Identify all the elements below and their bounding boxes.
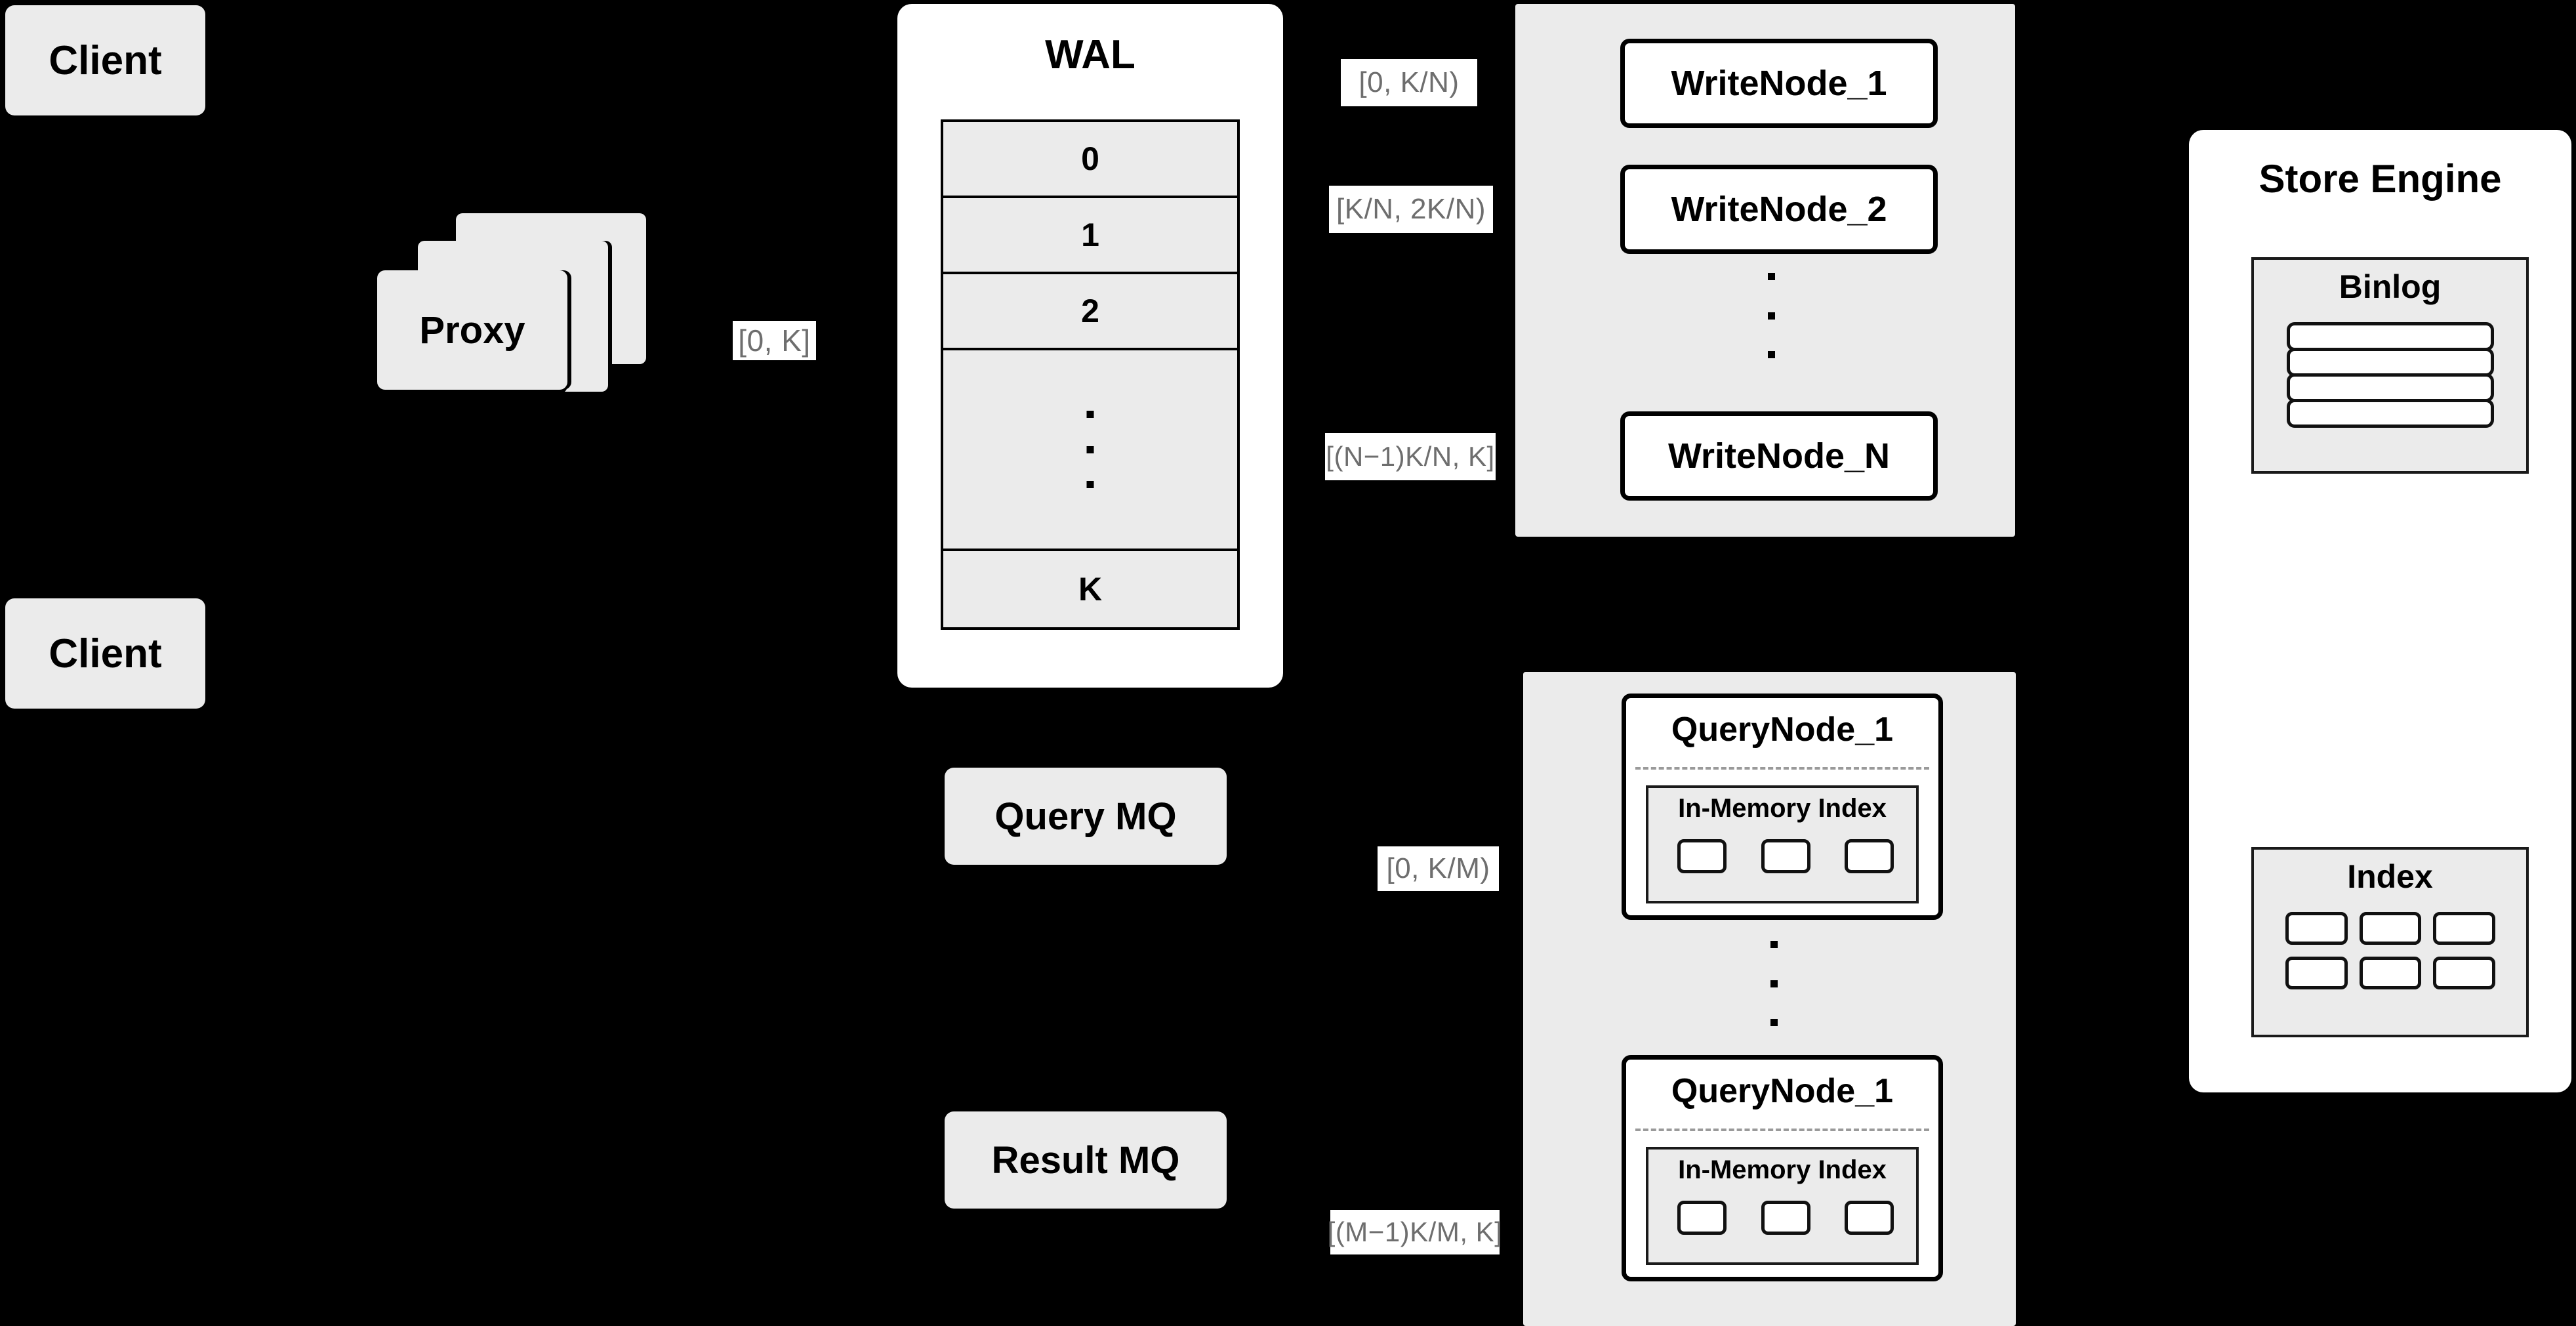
proxy-range-label: [0, K] xyxy=(733,321,816,360)
wal-row[interactable]: 2 xyxy=(943,274,1237,350)
store-engine-title: Store Engine xyxy=(2259,157,2502,201)
index-cell[interactable] xyxy=(2285,912,2348,945)
write-range-label-n: [(N−1)K/N, K] xyxy=(1325,433,1496,480)
query-mq-box[interactable]: Query MQ xyxy=(945,768,1227,865)
wal-row-label: 1 xyxy=(1081,217,1099,253)
wal-row[interactable]: 0 xyxy=(943,122,1237,198)
result-mq-label: Result MQ xyxy=(991,1138,1180,1182)
query-node-cluster: QueryNode_1 In-Memory Index QueryNode_1 … xyxy=(1523,672,2016,1326)
store-engine-panel: Store Engine Binlog Index xyxy=(2189,130,2571,1092)
client-label: Client xyxy=(49,631,162,676)
binlog-bar[interactable] xyxy=(2287,348,2494,377)
index-cell[interactable] xyxy=(2285,957,2348,989)
query-node-box-1[interactable]: QueryNode_1 In-Memory Index xyxy=(1622,694,1943,920)
wal-row-list: 0 1 2 K xyxy=(941,119,1240,630)
index-cell[interactable] xyxy=(2359,957,2422,989)
index-cell[interactable] xyxy=(1845,839,1894,873)
write-node-box-n[interactable]: WriteNode_N xyxy=(1620,411,1938,501)
index-cell[interactable] xyxy=(1761,1201,1810,1235)
binlog-title: Binlog xyxy=(2339,268,2442,305)
in-memory-index-box: In-Memory Index xyxy=(1646,785,1919,903)
in-memory-index-label: In-Memory Index xyxy=(1678,794,1887,823)
index-cell[interactable] xyxy=(2433,912,2495,945)
write-range-text: [(N−1)K/N, K] xyxy=(1326,441,1495,472)
write-node-box-2[interactable]: WriteNode_2 xyxy=(1620,165,1938,254)
binlog-box: Binlog xyxy=(2251,257,2529,474)
binlog-bar[interactable] xyxy=(2287,373,2494,402)
binlog-bar[interactable] xyxy=(2287,399,2494,428)
in-memory-index-label: In-Memory Index xyxy=(1678,1155,1887,1184)
write-node-vertical-dots-icon xyxy=(1765,273,1778,358)
query-node-separator xyxy=(1635,1129,1929,1131)
in-memory-index-box: In-Memory Index xyxy=(1646,1147,1919,1265)
query-node-vertical-dots-icon xyxy=(1767,941,1780,1026)
query-range-text: [0, K/M) xyxy=(1386,852,1490,884)
in-memory-index-cells xyxy=(1677,839,1894,873)
query-mq-label: Query MQ xyxy=(994,795,1177,838)
wal-row-label: K xyxy=(1078,571,1103,608)
binlog-bar-list xyxy=(2287,322,2494,428)
index-cell[interactable] xyxy=(1677,1201,1727,1235)
index-cell[interactable] xyxy=(2433,957,2495,989)
write-node-box-1[interactable]: WriteNode_1 xyxy=(1620,39,1938,128)
query-node-box-m[interactable]: QueryNode_1 In-Memory Index xyxy=(1622,1055,1943,1281)
client-label: Client xyxy=(49,37,162,83)
write-node-label: WriteNode_1 xyxy=(1671,64,1887,103)
index-cell[interactable] xyxy=(2359,912,2422,945)
wal-row-label: 2 xyxy=(1081,293,1099,329)
store-index-box: Index xyxy=(2251,847,2529,1037)
write-node-cluster: WriteNode_1 WriteNode_2 WriteNode_N xyxy=(1515,4,2015,537)
query-node-label: QueryNode_1 xyxy=(1671,1072,1894,1110)
index-cell[interactable] xyxy=(1761,839,1810,873)
wal-row[interactable]: K xyxy=(943,551,1237,627)
write-node-label: WriteNode_2 xyxy=(1671,190,1887,229)
client-box-2[interactable]: Client xyxy=(5,598,205,709)
index-cell[interactable] xyxy=(1677,839,1727,873)
write-range-label-2: [K/N, 2K/N) xyxy=(1329,186,1493,233)
proxy-range-text: [0, K] xyxy=(738,323,811,358)
proxy-stack[interactable]: Proxy xyxy=(377,213,666,436)
wal-title: WAL xyxy=(1045,32,1135,77)
write-node-label: WriteNode_N xyxy=(1667,436,1891,476)
wal-row-ellipsis xyxy=(943,350,1237,551)
index-cell[interactable] xyxy=(1845,1201,1894,1235)
binlog-bar[interactable] xyxy=(2287,322,2494,351)
query-node-separator xyxy=(1635,767,1929,770)
query-range-label-m: [(M−1)K/M, K] xyxy=(1327,1210,1503,1254)
wal-vertical-dots-icon xyxy=(1086,411,1094,488)
wal-panel: WAL 0 1 2 K xyxy=(897,4,1283,688)
store-index-cell-grid xyxy=(2285,912,2495,989)
result-mq-box[interactable]: Result MQ xyxy=(945,1111,1227,1209)
proxy-label: Proxy xyxy=(419,308,525,352)
write-range-text: [0, K/N) xyxy=(1359,66,1460,98)
query-range-label-1: [0, K/M) xyxy=(1378,846,1499,891)
client-box-1[interactable]: Client xyxy=(5,5,205,115)
in-memory-index-cells xyxy=(1677,1201,1894,1235)
wal-row-label: 0 xyxy=(1081,140,1099,177)
proxy-card-front[interactable]: Proxy xyxy=(377,270,567,390)
query-node-label: QueryNode_1 xyxy=(1671,711,1894,749)
query-range-text: [(M−1)K/M, K] xyxy=(1327,1216,1503,1247)
store-index-title: Index xyxy=(2347,858,2433,895)
write-range-label-1: [0, K/N) xyxy=(1341,59,1477,106)
write-range-text: [K/N, 2K/N) xyxy=(1336,193,1486,225)
wal-row[interactable]: 1 xyxy=(943,198,1237,274)
